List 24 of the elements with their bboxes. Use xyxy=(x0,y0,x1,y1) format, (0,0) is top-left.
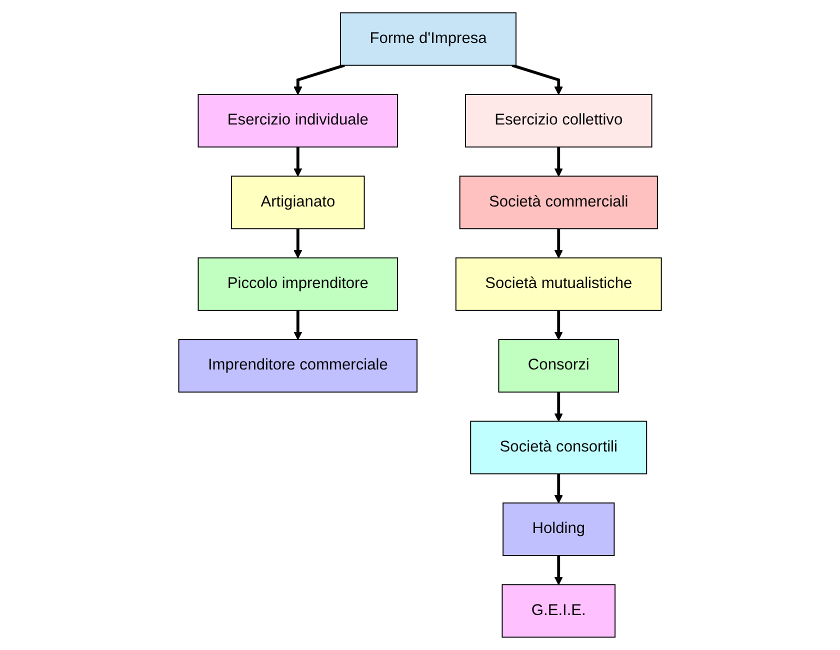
node-box xyxy=(502,584,616,638)
node-box xyxy=(459,176,658,230)
node-box xyxy=(498,339,619,393)
arrow xyxy=(554,474,563,504)
node-box xyxy=(198,257,398,311)
node-box xyxy=(340,12,516,66)
arrow xyxy=(554,147,563,177)
arrow xyxy=(294,64,345,95)
node-box xyxy=(464,94,652,148)
node-box xyxy=(470,420,648,474)
node-box xyxy=(502,502,615,556)
node-box xyxy=(178,339,418,393)
arrow xyxy=(294,228,302,258)
node-box xyxy=(230,176,365,230)
arrow xyxy=(554,228,563,258)
arrow xyxy=(512,64,563,95)
node-box xyxy=(455,257,662,311)
arrow xyxy=(294,310,302,340)
flowchart-diagram: Forme d'Impresa Esercizio individuale Artigianato Piccolo imprenditore Imprenditore commerciale Esercizio collettivo Società commerciali Società mutualistiche Consorzi Società consortili Holding G.E.I.E. xyxy=(170,5,670,645)
arrow xyxy=(554,556,563,586)
arrow xyxy=(554,392,563,422)
arrow xyxy=(554,310,563,340)
arrow xyxy=(294,147,302,177)
node-box xyxy=(198,94,398,148)
